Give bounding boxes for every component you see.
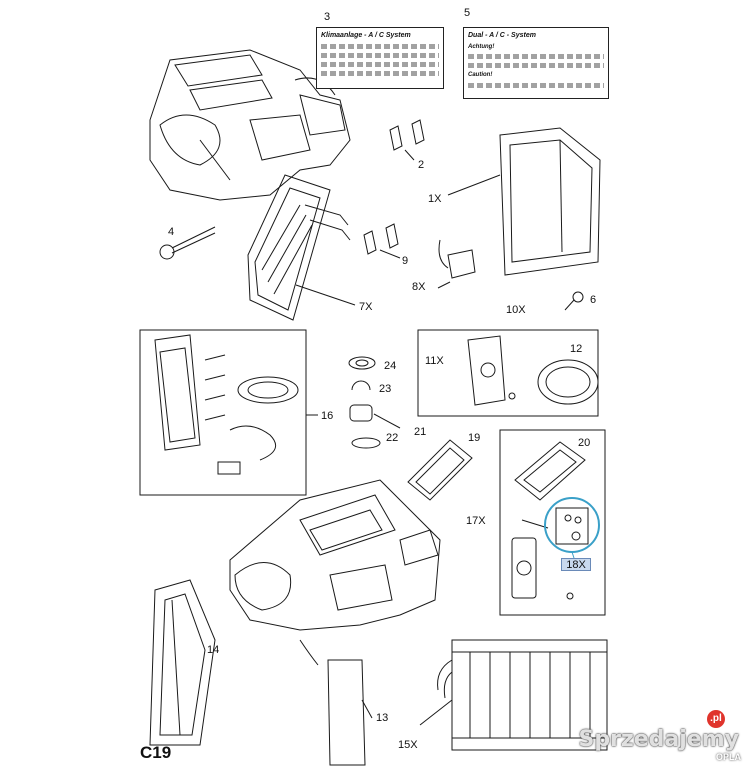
- watermark-badge: .pl: [707, 710, 725, 728]
- box-part-17: [499, 429, 606, 616]
- part-label-4: 4: [168, 226, 175, 238]
- part-label-23: 23: [379, 383, 392, 395]
- part-label-10: 10X: [506, 304, 526, 316]
- part-label-9: 9: [402, 255, 409, 267]
- label-card-5-word2: Caution!: [468, 72, 493, 79]
- part-label-17: 17X: [466, 515, 486, 527]
- part-label-22: 22: [386, 432, 399, 444]
- part-label-18-highlight: 18X: [561, 558, 591, 571]
- part-label-2: 2: [418, 159, 425, 171]
- label-card-5-title: Dual - A / C - System: [468, 32, 536, 39]
- watermark-text: Sprzedajemy: [578, 727, 740, 752]
- part-label-24: 24: [384, 360, 397, 372]
- evaporator-part-15: [437, 639, 608, 751]
- air-duct-part-14: [149, 579, 216, 746]
- part-label-21: 21: [414, 426, 427, 438]
- heater-housing-top: [149, 49, 351, 201]
- box-part-10: [417, 329, 599, 417]
- part-label-6: 6: [590, 294, 597, 306]
- heater-core-part-7: [247, 174, 351, 321]
- bolt-part-4: [159, 226, 216, 260]
- part-label-7: 7X: [359, 301, 373, 313]
- box-part-16: [139, 329, 307, 496]
- label-card-part-3: Klimaanlage - A / C System: [316, 27, 444, 89]
- heater-housing-bottom: [229, 479, 441, 631]
- part-label-15: 15X: [398, 739, 418, 751]
- cover-part-1: [499, 127, 601, 276]
- part-label-3: 3: [324, 11, 331, 23]
- label-card-5-word1: Achtung!: [468, 43, 495, 50]
- part-label-13: 13: [376, 712, 389, 724]
- part-label-16: 16: [321, 410, 334, 422]
- part-label-1: 1X: [428, 193, 442, 205]
- label-card-part-5: Dual - A / C - System Achtung! Caution!: [463, 27, 609, 99]
- part-label-20: 20: [578, 437, 591, 449]
- part-label-14: 14: [207, 644, 220, 656]
- watermark-sub: OPLA: [715, 752, 741, 762]
- part-label-5: 5: [464, 7, 471, 19]
- part-label-11: 11X: [425, 355, 444, 367]
- part-label-19: 19: [468, 432, 481, 444]
- part-label-8: 8X: [412, 281, 426, 293]
- label-card-3-title: Klimaanlage - A / C System: [321, 32, 411, 39]
- part-label-12: 12: [570, 343, 583, 355]
- page-code: C19: [140, 743, 172, 762]
